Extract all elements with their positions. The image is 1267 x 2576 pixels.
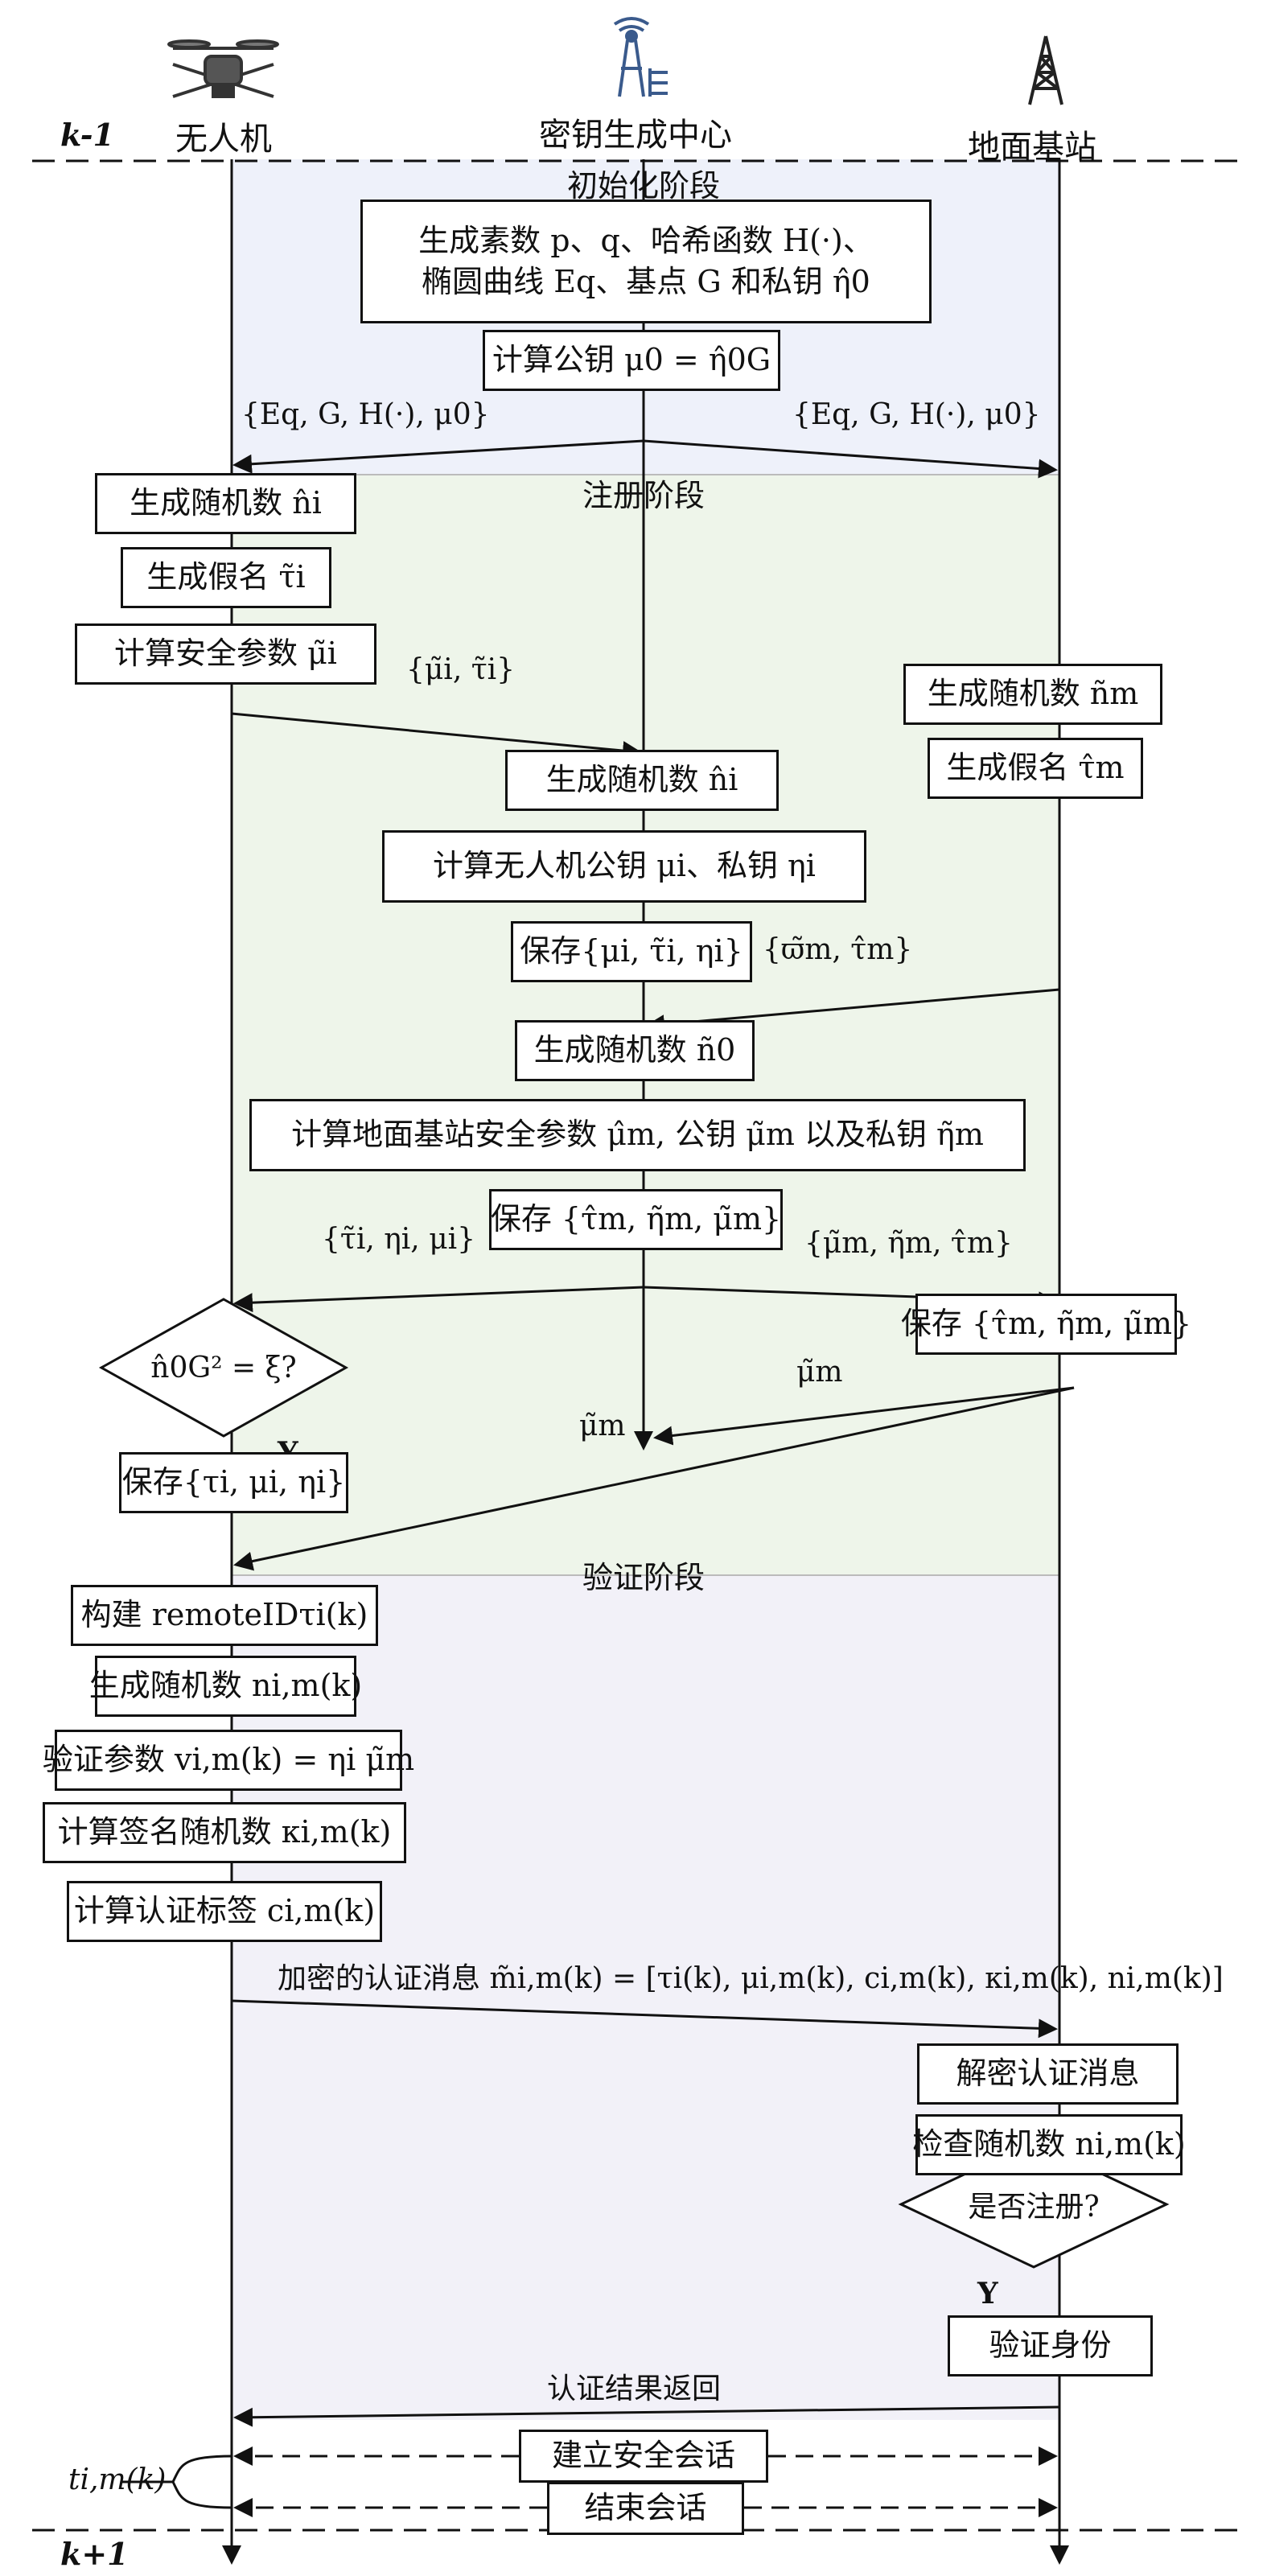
reg-kgc-save2-box: 保存 {τ̂m, η̃m, μ̃m} xyxy=(489,1189,783,1250)
reg-drone-random-box: 生成随机数 n̂i xyxy=(95,473,356,534)
auth-end-box: 结束会话 xyxy=(547,2482,744,2535)
reg-drone-secparam-box: 计算安全参数 μ̃i xyxy=(75,623,376,685)
reg-drone-pseudonym-box: 生成假名 τ̃i xyxy=(121,547,331,608)
phase-reg-label: 注册阶段 xyxy=(582,478,705,513)
actor-drone: 无人机 xyxy=(175,121,272,158)
auth-check-random-box: 检查随机数 ni,m(k) xyxy=(912,2114,1186,2175)
kgc-tower-icon xyxy=(613,17,668,97)
phase-auth-label: 验证阶段 xyxy=(582,1560,705,1595)
auth-sign-random-box: 计算签名随机数 κi,m(k) xyxy=(43,1802,406,1863)
init-generate-line2: 椭圆曲线 Eq、基点 G 和私钥 η̂0 xyxy=(422,264,870,299)
auth-random-box: 生成随机数 ni,m(k) xyxy=(89,1656,362,1717)
auth-time-label: ti,m(k) xyxy=(68,2463,167,2496)
init-pubkey-box: 计算公钥 μ0 = η̂0G xyxy=(483,330,780,391)
base-to-drone-mu-arrow xyxy=(233,1386,1075,1571)
reg-kgc-random0-box: 生成随机数 ñ0 xyxy=(515,1020,755,1081)
auth-phase-region xyxy=(232,1575,1059,2420)
drone-icon xyxy=(167,39,279,98)
auth-msg-label: 加密的认证消息 m̃i,m(k) = [τi(k), μi,m(k), ci,m… xyxy=(278,1962,1224,1995)
auth-decrypt-box: 解密认证消息 xyxy=(917,2043,1179,2105)
init-broadcast-left-label: {Eq, G, H(·), μ0} xyxy=(241,398,490,431)
auth-result-label: 认证结果返回 xyxy=(547,2372,722,2405)
reg-mu-label-2: μ̃m xyxy=(579,1409,626,1442)
auth-verify-param-box: 验证参数 vi,m(k) = ηi μ̃m xyxy=(43,1730,414,1791)
base-to-kgc-mu-arrow xyxy=(653,1386,1075,1446)
reg-drone-save-box: 保存{τi, μi, ηi} xyxy=(119,1452,348,1513)
base-tower-icon xyxy=(1028,35,1063,105)
drone-check-diamond xyxy=(98,1298,349,1438)
actor-base: 地面基站 xyxy=(968,129,1096,166)
reg-kgc-keys-box: 计算无人机公钥 μi、私钥 ηi xyxy=(382,830,866,903)
auth-result-arrow xyxy=(233,2405,1060,2427)
init-broadcast-right xyxy=(643,439,1058,479)
init-broadcast-right-label: {Eq, G, H(·), μ0} xyxy=(792,398,1041,431)
auth-yes-label: Y xyxy=(977,2277,998,2311)
auth-remoteid-box: 构建 remoteIDτi(k) xyxy=(71,1585,378,1646)
reg-to-base-msg-label: {μ̃m, η̃m, τ̂m} xyxy=(804,1227,1013,1260)
actor-kgc: 密钥生成中心 xyxy=(539,117,732,154)
time-mark-start: k-1 xyxy=(60,117,115,153)
kgc-to-drone-arrow xyxy=(233,1286,644,1313)
reg-kgc-save1-box: 保存{μi, τ̃i, ηi} xyxy=(511,921,752,982)
reg-to-drone-msg-label: {τ̃i, ηi, μi} xyxy=(322,1223,476,1256)
init-broadcast-left xyxy=(232,439,644,474)
time-mark-end: k+1 xyxy=(60,2536,129,2572)
time-brace xyxy=(171,2455,232,2509)
phase-init-label: 初始化阶段 xyxy=(566,168,721,204)
auth-session-box: 建立安全会话 xyxy=(519,2430,768,2483)
init-generate-line1: 生成素数 p、q、哈希函数 H(·)、 xyxy=(418,222,874,258)
auth-msg-arrow xyxy=(231,1999,1058,2039)
auth-identity-box: 验证身份 xyxy=(948,2315,1153,2376)
reg-base-random-box: 生成随机数 ñm xyxy=(903,664,1162,725)
reg-base-msg-label: {ϖ̃m, τ̂m} xyxy=(763,933,913,966)
reg-drone-check-text: n̂0G² = ξ? xyxy=(150,1351,297,1385)
reg-drone-msg-label: {μ̃i, τ̃i} xyxy=(406,653,516,686)
reg-base-save-box: 保存 {τ̂m, η̃m, μ̃m} xyxy=(901,1294,1191,1355)
reg-kgc-base-keys-box: 计算地面基站安全参数 μ̂m, 公钥 μ̃m 以及私钥 η̃m xyxy=(249,1099,1026,1171)
init-generate-box: 生成素数 p、q、哈希函数 H(·)、 椭圆曲线 Eq、基点 G 和私钥 η̂0 xyxy=(360,200,932,323)
base-to-kgc-arrow xyxy=(645,988,1060,1035)
auth-registered-text: 是否注册? xyxy=(968,2191,1100,2224)
reg-kgc-random-box: 生成随机数 n̂i xyxy=(505,750,779,811)
auth-tag-box: 计算认证标签 ci,m(k) xyxy=(67,1881,382,1942)
reg-mu-label-1: μ̃m xyxy=(796,1356,843,1389)
reg-base-pseudonym-box: 生成假名 τ̂m xyxy=(928,738,1143,799)
drone-to-kgc-arrow xyxy=(231,712,642,760)
